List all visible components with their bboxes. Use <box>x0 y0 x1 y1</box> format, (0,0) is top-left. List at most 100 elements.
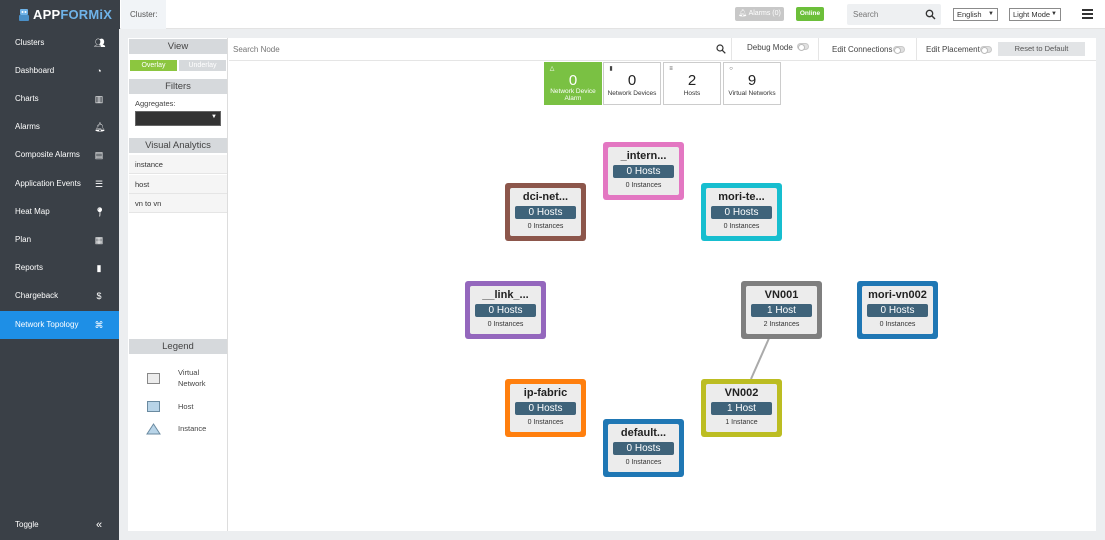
sidebar-toggle[interactable]: Toggle« <box>0 511 119 539</box>
stat-label: Network Device Alarm <box>550 88 596 102</box>
visual-item-vn-to-vn[interactable]: vn to vn <box>129 194 227 213</box>
sidebar-item-label: Alarms <box>15 122 40 131</box>
edge-vn001-vn002 <box>750 335 771 380</box>
bell-icon: 🔔︎ <box>94 122 106 132</box>
language-select[interactable]: English ▼ <box>953 8 998 21</box>
sidebar-item-heat-map[interactable]: Heat Map 📍︎ <box>0 198 119 226</box>
search-input[interactable] <box>847 4 927 25</box>
sidebar-item-label: Plan <box>15 235 32 244</box>
node-hosts-badge[interactable]: 0 Hosts <box>475 304 536 317</box>
search-node-input[interactable] <box>233 42 703 57</box>
stat-label: Network Devices <box>607 90 657 97</box>
stat-hosts[interactable]: ≡ 2 Hosts <box>663 62 721 105</box>
sidebar-toggle-label: Toggle <box>15 520 39 529</box>
stat-value: 9 <box>747 72 757 89</box>
bell-icon: 🔔︎ <box>738 10 748 17</box>
theme-mode-select[interactable]: Light Mode ▼ <box>1009 8 1061 21</box>
appformix-logo[interactable]: APPFORMiX <box>0 0 120 29</box>
sidebar-item-application-events[interactable]: Application Events☰︎ <box>0 170 119 198</box>
sidebar-item-label: Reports <box>15 263 44 272</box>
legend-instance-label: Instance <box>178 424 207 433</box>
node-hosts-badge[interactable]: 0 Hosts <box>515 402 576 415</box>
sidebar-item-label: Chargeback <box>15 291 59 300</box>
node-hosts-badge[interactable]: 0 Hosts <box>613 442 674 455</box>
stat-network-device-alarm[interactable]: △ 0 Network Device Alarm <box>544 62 602 105</box>
view-section-title: View <box>129 39 227 54</box>
node-hosts-badge[interactable]: 0 Hosts <box>613 165 674 178</box>
visual-item-instance[interactable]: instance <box>129 155 227 174</box>
node-instances: 0 Instances <box>527 419 564 426</box>
virtual-network-node[interactable]: mori-te... 0 Hosts 0 Instances <box>701 183 782 241</box>
node-hosts-badge[interactable]: 0 Hosts <box>515 206 576 219</box>
topology-edges <box>750 335 771 380</box>
sidebar-item-charts[interactable]: Charts▥︎ <box>0 85 119 113</box>
cluster-selector[interactable]: Cluster: <box>121 0 166 29</box>
overlay-button[interactable]: Overlay <box>130 60 177 71</box>
legend-virtual-network-label: Virtual Network <box>178 368 206 388</box>
hamburger-menu-icon[interactable] <box>1082 9 1093 19</box>
node-hosts-badge[interactable]: 0 Hosts <box>711 206 772 219</box>
edit-placement-label: Edit Placement <box>926 45 980 54</box>
global-search[interactable] <box>847 4 941 25</box>
theme-mode-value: Light Mode <box>1013 10 1051 19</box>
sidebar-item-label: Heat Map <box>15 207 50 216</box>
reset-to-default-button[interactable]: Reset to Default <box>998 42 1085 56</box>
main-content: View Overlay Underlay Filters Aggregates… <box>128 38 1096 531</box>
node-hosts-badge[interactable]: 1 Host <box>751 304 812 317</box>
legend-host-swatch <box>147 401 160 412</box>
edit-connections-toggle[interactable] <box>893 46 905 54</box>
node-name: mori-te... <box>718 191 765 203</box>
sidebar-item-reports[interactable]: Reports▮︎ <box>0 254 119 282</box>
sidebar-item-composite-alarms[interactable]: Composite Alarms▤︎ <box>0 141 119 169</box>
search-node-box[interactable] <box>229 38 732 61</box>
list-icon: ☰︎ <box>94 179 104 189</box>
sidebar-item-plan[interactable]: Plan ▦︎ <box>0 226 119 254</box>
search-icon[interactable] <box>716 44 726 54</box>
sidebar-item-clusters[interactable]: Clusters👥︎ <box>0 29 119 57</box>
search-icon[interactable] <box>925 9 936 20</box>
legend-host-label: Host <box>178 402 194 411</box>
sidebar-item-network-topology[interactable]: Network Topology⌘︎ <box>0 311 119 339</box>
logo-text-app: APP <box>33 7 61 22</box>
stat-virtual-networks[interactable]: ○ 9 Virtual Networks <box>723 62 781 105</box>
node-instances: 0 Instances <box>625 459 662 466</box>
sidebar-item-dashboard[interactable]: Dashboard◔︎ <box>0 57 119 85</box>
node-instances: 0 Instances <box>625 182 662 189</box>
database-icon: ▦︎ <box>94 235 104 245</box>
underlay-button[interactable]: Underlay <box>179 60 226 71</box>
alarms-button[interactable]: 🔔︎ Alarms (0) <box>735 7 784 21</box>
sidebar-item-alarms[interactable]: Alarms 🔔︎ <box>0 113 119 141</box>
pin-icon: 📍︎ <box>94 207 106 217</box>
visual-item-host[interactable]: host <box>129 175 227 194</box>
stat-network-devices[interactable]: ▮ 0 Network Devices <box>603 62 661 105</box>
node-instances: 0 Instances <box>723 223 760 230</box>
edit-placement-toggle[interactable] <box>980 46 992 54</box>
edit-connections-label: Edit Connections <box>832 45 893 54</box>
debug-mode-group: Debug Mode <box>733 38 819 61</box>
debug-mode-toggle[interactable] <box>797 43 809 51</box>
chevron-down-icon: ▼ <box>211 114 217 120</box>
aggregates-select[interactable]: ▼ <box>135 111 221 126</box>
list-card-icon: ▤︎ <box>94 150 104 160</box>
aggregates-label: Aggregates: <box>135 99 176 108</box>
stat-value: 0 <box>627 72 637 89</box>
bar-chart-icon: ▥︎ <box>94 94 104 104</box>
node-hosts-badge[interactable]: 0 Hosts <box>867 304 928 317</box>
node-hosts-badge[interactable]: 1 Host <box>711 402 772 415</box>
node-name: VN002 <box>724 387 759 399</box>
sidebar-item-chargeback[interactable]: Chargeback$︎ <box>0 282 119 310</box>
